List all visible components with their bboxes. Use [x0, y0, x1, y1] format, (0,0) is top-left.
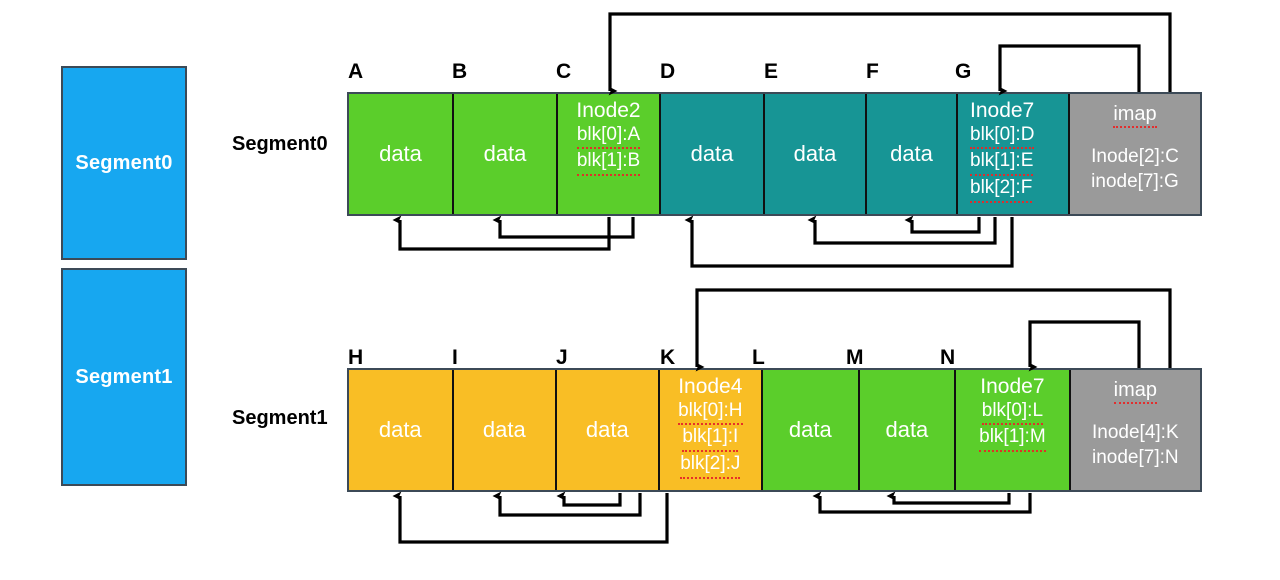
block-A[interactable]: data — [349, 94, 454, 214]
row-label-segment0: Segment0 — [232, 133, 328, 155]
caption-B: B — [452, 60, 468, 83]
legend-segment1-label: Segment1 — [75, 365, 173, 388]
block-I[interactable]: data — [453, 370, 558, 490]
arrow-inode4-to-H — [392, 491, 669, 544]
imap-s0-entry-0: Inode[2]:C — [1091, 146, 1179, 167]
imap-s1-entry-1: inode[7]:N — [1092, 446, 1179, 468]
caption-J: J — [556, 346, 568, 369]
block-M-label: data — [885, 417, 929, 442]
legend-segment1: Segment1 — [61, 268, 187, 486]
arrow-inode7-s1-to-L — [812, 491, 1032, 514]
caption-M: M — [846, 346, 864, 369]
imap-s1-title: imap — [1113, 379, 1157, 404]
arrow-imap-s1-to-K — [695, 288, 1172, 372]
arrow-inode2-to-B — [492, 215, 635, 239]
caption-F: F — [866, 60, 879, 83]
block-E[interactable]: data — [765, 94, 867, 214]
inode4-blk2: blk[2]:J — [680, 452, 741, 479]
arrow-inode7-s1-to-M — [886, 491, 1011, 505]
imap-s0-entry-1: inode[7]:G — [1091, 170, 1179, 192]
block-B[interactable]: data — [454, 94, 558, 214]
block-D-label: data — [690, 141, 734, 166]
block-imap-segment1[interactable]: imap Inode[4]:K inode[7]:N — [1070, 370, 1200, 490]
arrow-inode7-s0-to-D — [684, 215, 1014, 268]
arrow-inode7-s0-to-F — [904, 215, 981, 234]
arrow-imap-s0-to-G — [998, 44, 1141, 96]
inode7-s0-blk1: blk[1]:E — [970, 149, 1034, 177]
block-A-label: data — [379, 141, 422, 166]
inode4-blk0: blk[0]:H — [678, 399, 743, 426]
caption-A: A — [348, 60, 364, 83]
caption-D: D — [660, 60, 676, 83]
segment1-strip: data data data Inode4 blk[0]:H blk[1]:I … — [347, 368, 1202, 492]
inode4-blk1: blk[1]:I — [682, 425, 739, 453]
arrow-inode4-to-J — [556, 491, 622, 507]
block-L[interactable]: data — [763, 370, 860, 490]
imap-s0-title: imap — [1113, 103, 1157, 128]
block-L-label: data — [788, 417, 832, 442]
block-C-inode2[interactable]: Inode2 blk[0]:A blk[1]:B — [558, 94, 661, 214]
inode7-s1-blk1: blk[1]:M — [979, 425, 1046, 453]
caption-E: E — [764, 60, 779, 83]
block-N-inode7[interactable]: Inode7 blk[0]:L blk[1]:M — [956, 370, 1071, 490]
inode7-s0-title: Inode7 — [970, 99, 1035, 122]
block-D[interactable]: data — [661, 94, 765, 214]
block-imap-segment0[interactable]: imap Inode[2]:C inode[7]:G — [1070, 94, 1200, 214]
block-G-inode7[interactable]: Inode7 blk[0]:D blk[1]:E blk[2]:F — [958, 94, 1070, 214]
block-E-label: data — [793, 141, 837, 166]
inode2-blk0: blk[0]:A — [576, 123, 641, 150]
inode7-s1-title: Inode7 — [980, 375, 1045, 398]
legend-segment0-label: Segment0 — [75, 151, 173, 174]
imap-s1-entry-0: Inode[4]:K — [1092, 422, 1179, 443]
block-H-label: data — [378, 417, 422, 442]
inode2-title: Inode2 — [576, 99, 641, 122]
inode7-s0-blk2: blk[2]:F — [970, 176, 1033, 203]
row-label-segment1: Segment1 — [232, 407, 328, 429]
arrow-inode2-to-A — [392, 215, 611, 251]
block-H[interactable]: data — [349, 370, 454, 490]
inode4-title: Inode4 — [678, 375, 743, 398]
block-J-label: data — [585, 417, 629, 442]
caption-C: C — [556, 60, 572, 83]
inode2-blk1: blk[1]:B — [576, 149, 641, 177]
inode7-s1-blk0: blk[0]:L — [981, 399, 1044, 426]
arrow-imap-s1-to-N — [1028, 320, 1141, 372]
block-F-label: data — [890, 141, 933, 166]
caption-N: N — [940, 346, 956, 369]
legend-segment0: Segment0 — [61, 66, 187, 260]
caption-L: L — [752, 346, 765, 369]
block-I-label: data — [482, 417, 526, 442]
block-M[interactable]: data — [859, 370, 957, 490]
caption-I: I — [452, 346, 458, 369]
block-J[interactable]: data — [557, 370, 660, 490]
block-K-inode4[interactable]: Inode4 blk[0]:H blk[1]:I blk[2]:J — [659, 370, 764, 490]
block-F[interactable]: data — [867, 94, 958, 214]
caption-G: G — [955, 60, 972, 83]
segment0-strip: data data Inode2 blk[0]:A blk[1]:B data … — [347, 92, 1202, 216]
caption-H: H — [348, 346, 364, 369]
arrow-imap-s0-to-C — [608, 12, 1172, 96]
inode7-s0-blk0: blk[0]:D — [970, 123, 1035, 150]
arrow-inode7-s0-to-E — [807, 215, 997, 245]
caption-K: K — [660, 346, 676, 369]
block-B-label: data — [483, 141, 527, 166]
arrow-inode4-to-I — [492, 491, 642, 517]
